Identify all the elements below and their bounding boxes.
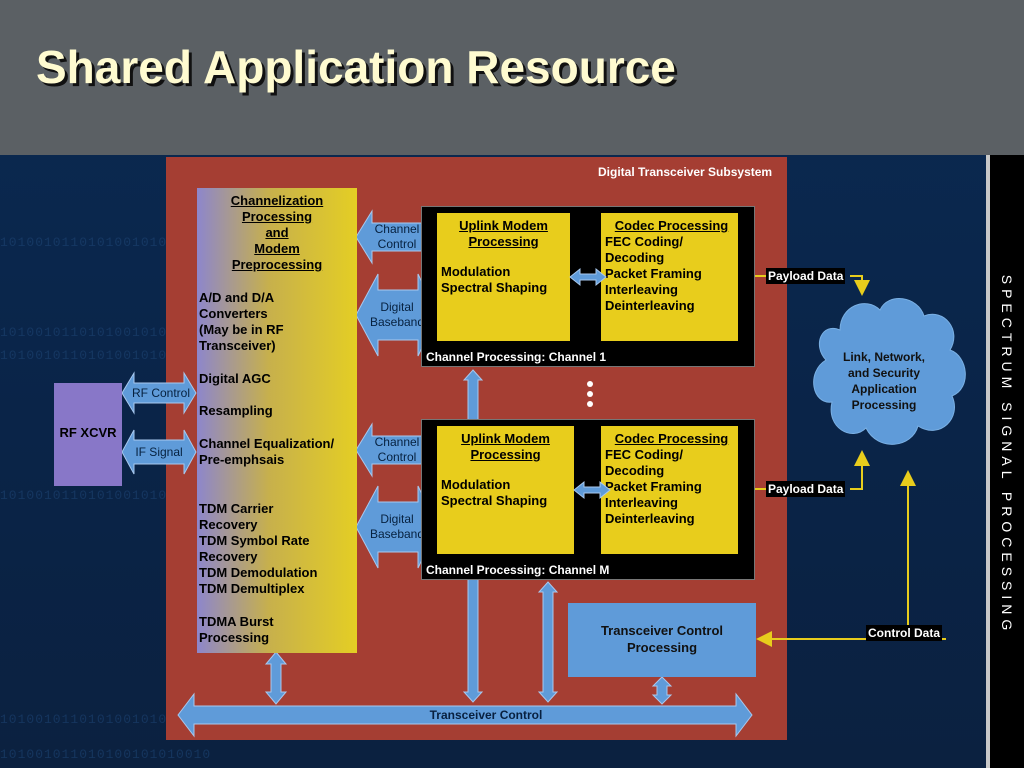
subsystem-label: Digital Transceiver Subsystem <box>598 165 773 179</box>
rf-control-label: RF Control <box>131 386 190 400</box>
channel-control-label: Channel Control <box>374 222 420 251</box>
modem-codec-arrow <box>573 480 611 500</box>
tcp-bus-link <box>651 676 673 705</box>
payload-data-label: Payload Data <box>766 481 846 497</box>
codec-heading: Codec Processing <box>614 431 729 446</box>
chan-item-ad-da: A/D and D/A Converters (May be in RF Tra… <box>199 290 284 353</box>
if-signal-arrow <box>121 429 197 475</box>
chan-item-equalization: Channel Equalization/ Pre-emphsais <box>199 436 335 467</box>
channel-m-bus-link <box>537 581 559 703</box>
chan-item-resampling: Resampling <box>199 403 273 418</box>
chan-panel-bus-link <box>264 651 288 705</box>
channelization-panel: Channelization Processing and Modem Prep… <box>197 188 357 653</box>
transceiver-control-label: Transceiver Control <box>429 708 543 722</box>
transceiver-control-bus <box>177 692 753 738</box>
payload-data-label: Payload Data <box>766 268 846 284</box>
codec-text: FEC Coding/ Decoding Packet Framing Inte… <box>605 447 702 526</box>
binary-pattern: 101001011010100101010010 <box>0 235 212 250</box>
chan-item-agc: Digital AGC <box>199 371 271 386</box>
binary-pattern: 101001011010100101010010 <box>0 488 212 503</box>
channel-control-label: Channel Control <box>374 435 420 464</box>
binary-pattern: 101001011010100101010010 <box>0 325 212 340</box>
codec-text: FEC Coding/ Decoding Packet Framing Inte… <box>605 234 702 313</box>
title-bar: Shared Application Resource <box>0 0 1024 155</box>
control-data-label: Control Data <box>866 625 942 641</box>
payload-line-m-cloud <box>850 450 870 490</box>
control-data-line-cloud <box>900 470 946 640</box>
channel-processing-1: Uplink Modem Processing Modulation Spect… <box>421 206 755 367</box>
binary-pattern: 101001011010100101010010 <box>0 348 212 363</box>
chan-item-tdm: TDM Carrier Recovery TDM Symbol Rate Rec… <box>199 501 318 596</box>
uplink-modem-text: Modulation Spectral Shaping <box>441 477 548 508</box>
uplink-modem-text: Modulation Spectral Shaping <box>441 264 548 295</box>
digital-baseband-label: Digital Baseband <box>369 300 425 329</box>
chan-item-tdma: TDMA Burst Processing <box>199 614 274 645</box>
cloud-label: Link, Network, and Security Application … <box>842 350 925 412</box>
channelization-heading: Channelization Processing and Modem Prep… <box>230 193 324 272</box>
uplink-modem-heading: Uplink Modem Processing <box>461 431 550 462</box>
side-banner <box>986 155 1024 768</box>
uplink-modem-box: Uplink Modem Processing Modulation Spect… <box>437 426 574 554</box>
payload-line-1-cloud <box>850 275 870 296</box>
binary-pattern: 101001011010100101010010 <box>0 712 212 727</box>
uplink-modem-box: Uplink Modem Processing Modulation Spect… <box>437 213 570 341</box>
channel-processing-m: Uplink Modem Processing Modulation Spect… <box>421 419 755 580</box>
slide-title: Shared Application Resource <box>36 41 676 93</box>
ellipsis-icon <box>587 381 593 407</box>
codec-box: Codec Processing FEC Coding/ Decoding Pa… <box>601 213 738 341</box>
rf-xcvr-box: RF XCVR <box>54 383 122 486</box>
binary-pattern: 101001011010100101010010 <box>0 747 212 762</box>
application-cloud <box>813 298 966 445</box>
codec-heading: Codec Processing <box>614 218 729 233</box>
transceiver-control-processing: Transceiver Control Processing <box>568 603 756 677</box>
uplink-modem-heading: Uplink Modem Processing <box>459 218 548 249</box>
rf-control-arrow <box>121 371 197 415</box>
modem-codec-arrow <box>569 267 607 287</box>
codec-box: Codec Processing FEC Coding/ Decoding Pa… <box>601 426 738 554</box>
digital-baseband-label: Digital Baseband <box>369 512 425 541</box>
if-signal-label: IF Signal <box>135 445 183 459</box>
channel-label: Channel Processing: Channel 1 <box>426 350 607 364</box>
channel-label: Channel Processing: Channel M <box>426 563 610 577</box>
